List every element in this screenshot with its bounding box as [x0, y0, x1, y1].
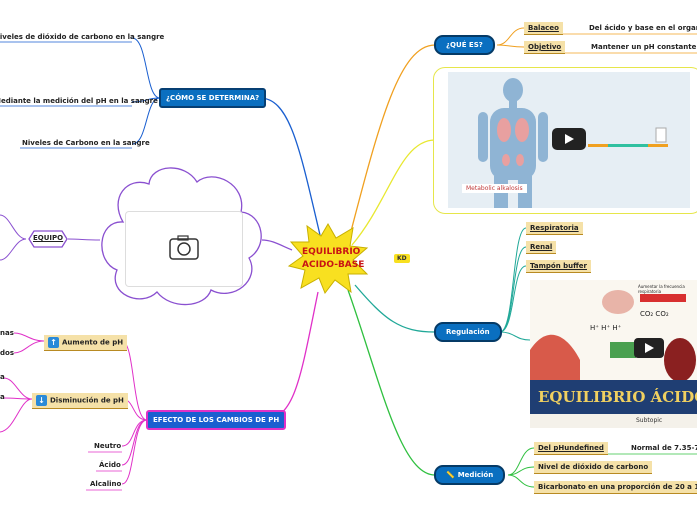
disminucion-node[interactable]: ↓Disminución de pH: [32, 393, 128, 409]
svg-text:H⁺ H⁺ H⁺: H⁺ H⁺ H⁺: [590, 324, 622, 332]
equipo-shape: [28, 230, 68, 248]
center-tag[interactable]: KD: [394, 254, 410, 263]
efecto-leaf-neutro[interactable]: Neutro: [94, 442, 122, 450]
regulacion-image-card[interactable]: CO₂ CO₂ H⁺ H⁺ H⁺ Aumentar la frecuencia …: [530, 280, 697, 428]
regulacion-topic[interactable]: Regulación: [434, 322, 502, 342]
image-placeholder[interactable]: [125, 211, 243, 287]
video-caption: Metabolic alkalosis: [462, 184, 527, 193]
regulacion-play-button[interactable]: [634, 338, 664, 358]
center-starburst: [287, 223, 369, 294]
regulacion-subtopic: Subtopic: [636, 417, 663, 424]
regulacion-note: Aumentar la frecuencia respiratoria: [638, 284, 685, 294]
determina-child-2[interactable]: Mediante la medición del pH en la sangre: [0, 97, 158, 105]
aumento-node[interactable]: ↑Aumento de pH: [44, 335, 128, 351]
center-title-line1: EQUILIBRIO: [302, 247, 361, 257]
medicion-value-1[interactable]: Normal de 7.35-7.: [631, 444, 697, 452]
que-es-key-1[interactable]: Balaceo: [524, 22, 563, 35]
que-es-key-2-label: Objetivo: [528, 43, 562, 51]
medicion-topic[interactable]: 📏Medición: [434, 465, 506, 485]
regulacion-item-tampon-label: Tampón buffer: [530, 262, 587, 270]
efecto-topic[interactable]: EFECTO DE LOS CAMBIOS DE PH: [146, 410, 287, 430]
equipo-topic[interactable]: EQUIPO: [33, 234, 63, 242]
aumento-child-1[interactable]: nas: [0, 329, 14, 337]
regulacion-illustration: CO₂ CO₂ H⁺ H⁺ H⁺: [530, 280, 697, 382]
que-es-value-1[interactable]: Del ácido y base en el organis: [589, 24, 697, 32]
determina-child-1[interactable]: Niveles de dióxido de carbono en la sang…: [0, 33, 165, 41]
center-title-line2: ACIDO-BASE: [302, 260, 365, 270]
que-es-topic[interactable]: ¿QUÉ ES?: [434, 35, 495, 55]
que-es-value-2[interactable]: Mantener un pH constante: [591, 43, 697, 51]
video-play-button[interactable]: [552, 128, 586, 150]
regulacion-item-respiratoria-label: Respiratoria: [530, 224, 579, 232]
regulacion-item-renal-label: Renal: [530, 243, 553, 251]
determina-child-3[interactable]: Niveles de Carbono en la sangre: [22, 139, 150, 147]
regulacion-item-tampon[interactable]: Tampón buffer: [526, 260, 591, 273]
medicion-key-2[interactable]: Nivel de dióxido de carbono: [534, 461, 653, 474]
video-card[interactable]: Metabolic alkalosis: [433, 67, 697, 214]
determina-topic[interactable]: ¿CÓMO SE DETERMINA?: [159, 88, 267, 108]
center-title[interactable]: EQUILIBRIO ACIDO-BASE: [302, 246, 364, 272]
efecto-leaf-alcalino[interactable]: Alcalino: [90, 480, 122, 488]
medicion-key-1-label: Del pHundefined: [538, 444, 604, 452]
camera-icon: [169, 235, 199, 260]
medicion-key-1[interactable]: Del pHundefined: [534, 442, 608, 455]
regulacion-banner: EQUILIBRIO ÁCIDO B: [530, 380, 697, 414]
equipo-label: EQUIPO: [33, 234, 64, 242]
aumento-label: Aumento de pH: [62, 338, 124, 347]
disminucion-child-1[interactable]: a: [0, 373, 5, 381]
que-es-key-1-label: Balaceo: [528, 24, 559, 32]
disminucion-child-2[interactable]: a: [0, 393, 5, 401]
regulacion-item-respiratoria[interactable]: Respiratoria: [526, 222, 583, 235]
efecto-leaf-acido[interactable]: Ácido: [99, 461, 121, 469]
medicion-key-3[interactable]: Bicarbonato en una proporción de 20 a 1: [534, 481, 697, 494]
aumento-child-2[interactable]: dos: [0, 349, 14, 357]
disminucion-label: Disminución de pH: [50, 396, 124, 405]
regulacion-item-renal[interactable]: Renal: [526, 241, 557, 254]
que-es-key-2[interactable]: Objetivo: [524, 41, 566, 54]
body-illustration: [478, 78, 668, 208]
medicion-topic-label: Medición: [457, 471, 494, 479]
arrow-down-icon: ↓: [36, 395, 47, 406]
play-icon: [645, 343, 654, 353]
ruler-icon: 📏: [446, 471, 455, 479]
play-icon: [565, 134, 574, 144]
svg-text:CO₂ CO₂: CO₂ CO₂: [640, 310, 669, 318]
arrow-up-icon: ↑: [48, 337, 59, 348]
